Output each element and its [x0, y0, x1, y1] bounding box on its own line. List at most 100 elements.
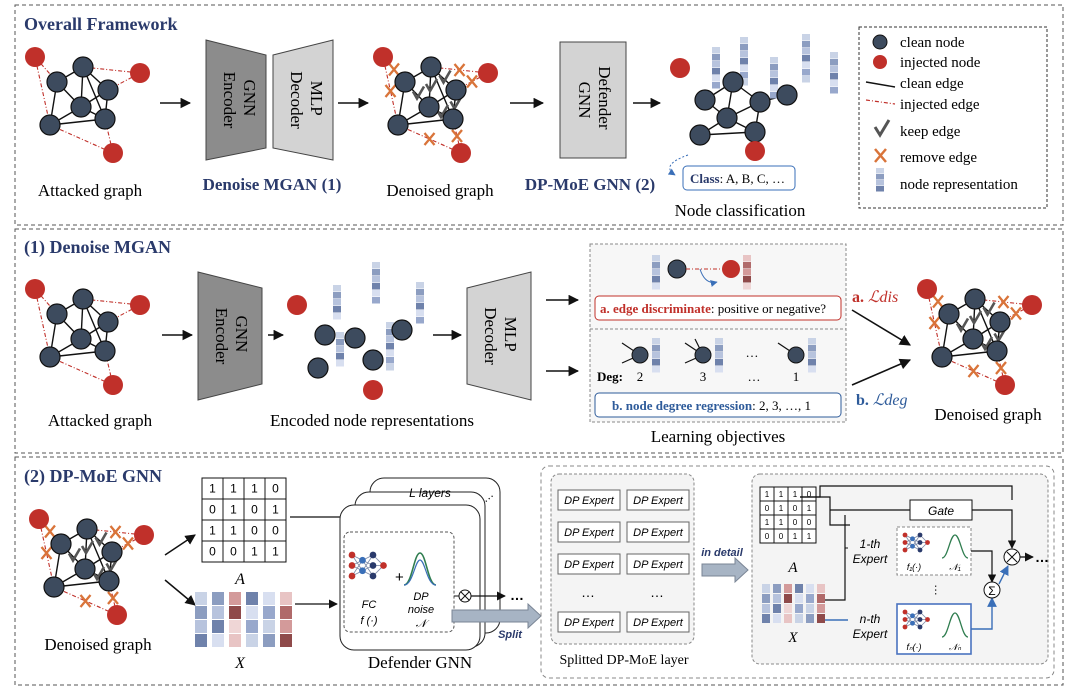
edge-pair-right-node — [722, 260, 740, 278]
clean-node — [689, 124, 711, 146]
rep-cell — [802, 62, 810, 69]
clean-node — [931, 346, 953, 368]
feature-cell — [795, 594, 803, 603]
matrix-value: 1 — [209, 524, 216, 538]
rep-cell — [386, 364, 394, 371]
nn-neuron — [917, 532, 923, 538]
rep-cell — [416, 296, 424, 303]
deg-reg-text: b. node degree regression: 2, 3, …, 1 — [612, 398, 811, 413]
dp-expert-label: DP Expert — [633, 617, 684, 629]
dp-expert-box — [557, 553, 621, 575]
keep-edge-icon — [979, 336, 994, 352]
clean-node — [362, 349, 384, 371]
injected-node — [451, 143, 471, 163]
nn-neuron — [348, 572, 356, 580]
matrix-value: 0 — [793, 518, 798, 527]
arrow-9b — [164, 579, 196, 606]
feature-cell — [246, 634, 258, 647]
attacked-caption-2: Attacked graph — [48, 411, 153, 430]
matrix-value: 1 — [251, 482, 258, 496]
feature-cell — [246, 620, 258, 633]
nn-neuron — [917, 624, 923, 630]
remove-edge-icon — [388, 62, 400, 77]
sum-symbol: Σ — [988, 584, 995, 598]
remove-edge-icon — [453, 63, 466, 77]
dp-expert-label: DP Expert — [633, 559, 684, 571]
arrow-9a — [164, 534, 196, 556]
matrix-value: 1 — [793, 490, 798, 499]
rep-cell — [333, 285, 341, 292]
experts-ellipsis: … — [932, 584, 946, 596]
first-expert-to-sum — [971, 550, 997, 583]
rep-cell — [416, 310, 424, 317]
feature-cell — [263, 592, 275, 605]
rep-cell — [333, 313, 341, 320]
gaussian-noise-icon — [403, 552, 437, 586]
clean-node — [694, 346, 712, 364]
clean-node — [962, 328, 984, 350]
edge-pair-left-rep — [652, 255, 660, 290]
attacked-graph-2 — [25, 279, 150, 395]
rep-cell — [770, 78, 778, 85]
keep-edge-icon — [424, 78, 439, 94]
gaussian-noise-icon-2 — [403, 559, 437, 586]
nn-neuron — [902, 609, 908, 615]
injected-node — [478, 63, 498, 83]
clean-node — [70, 96, 92, 118]
feature-cell — [784, 594, 792, 603]
clean-node — [442, 108, 464, 130]
clean-node — [76, 518, 98, 540]
nth-expert-nn — [902, 609, 930, 630]
overall-title: Overall Framework — [24, 14, 177, 34]
remove-edge-icon — [967, 364, 980, 378]
injected-edge — [382, 56, 399, 126]
matrix-cell — [264, 540, 287, 563]
clean-node — [787, 346, 805, 364]
split-label: Split — [498, 629, 523, 641]
clean-node — [97, 79, 119, 101]
feature-cell — [784, 584, 792, 593]
gnn-encoder-trapezoid — [205, 39, 267, 161]
rep-cell — [652, 359, 660, 366]
degree-examples — [621, 338, 816, 373]
clean-node — [72, 56, 94, 78]
clean-node — [39, 346, 61, 368]
remove-edge-icon — [1010, 306, 1022, 321]
clean-node — [50, 533, 72, 555]
rep-cell — [830, 52, 838, 59]
class-pointer — [667, 154, 689, 176]
matrix-value: 1 — [765, 518, 770, 527]
keep-edge-icon — [449, 95, 463, 112]
keep-edge-icon — [94, 531, 108, 548]
denoised-caption-2: Denoised graph — [934, 405, 1042, 424]
injected-node — [25, 47, 45, 67]
legend-clean-edge-icon — [865, 81, 896, 88]
legend-keep-edge: keep edge — [900, 124, 961, 140]
remove-edge-icon — [997, 295, 1010, 309]
feature-cell — [795, 584, 803, 593]
feature-cell — [795, 614, 803, 623]
clean-node — [694, 89, 716, 111]
edge-disc-text: a. edge discriminate: positive or negati… — [600, 301, 826, 316]
rep-cell — [336, 353, 344, 360]
injected-edge — [34, 56, 51, 126]
experts-box — [550, 473, 695, 645]
rep-cell — [802, 41, 810, 48]
feature-cell — [280, 592, 292, 605]
detail-multiply-cross — [1006, 551, 1018, 563]
matrix-value: 1 — [807, 532, 812, 541]
keep-edge-icon — [968, 310, 983, 326]
feature-cell — [773, 604, 781, 613]
dpmoe-title: (2) DP-MoE GNN — [24, 466, 162, 487]
nn-neuron — [359, 556, 366, 564]
keep-edge-icon — [105, 557, 119, 574]
feature-cell — [195, 620, 207, 633]
rep-cell — [830, 73, 838, 80]
nn-neuron — [917, 540, 923, 545]
injected-node — [745, 141, 765, 161]
rep-cell — [712, 54, 720, 61]
fc-label: FC — [362, 599, 377, 611]
clean-node — [989, 311, 1011, 333]
matrix-value: 1 — [779, 490, 784, 499]
